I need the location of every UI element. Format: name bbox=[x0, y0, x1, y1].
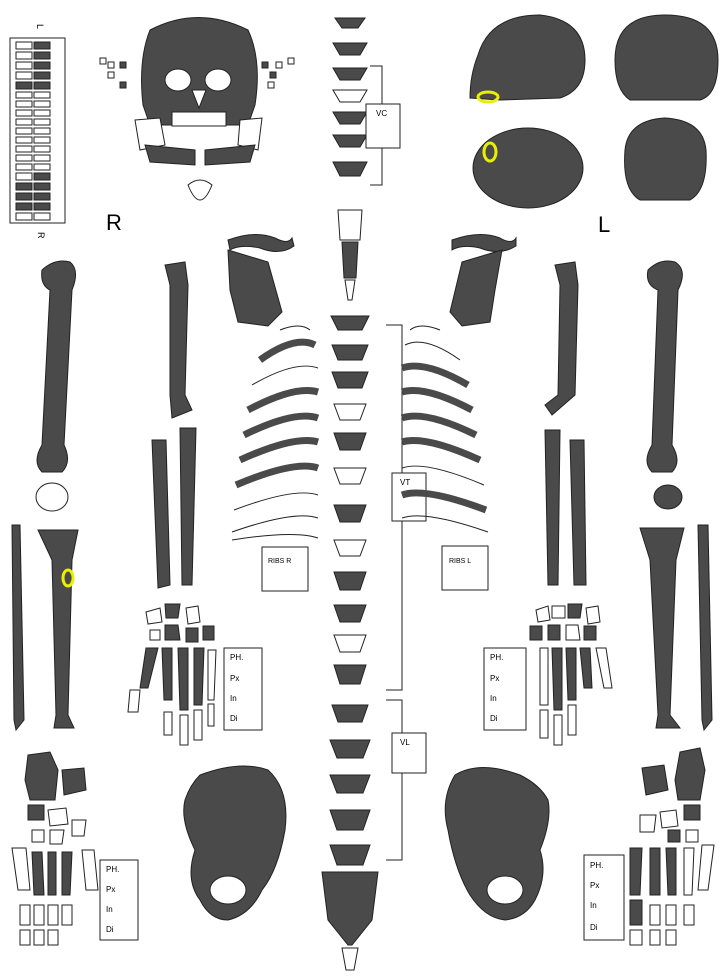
phalanges-title-foot-left: PH. bbox=[590, 861, 603, 870]
phalanges-px-hand-right: Px bbox=[230, 674, 239, 683]
patella-right bbox=[36, 483, 68, 511]
skull-frontal-view bbox=[100, 18, 294, 201]
teeth-chart bbox=[10, 38, 65, 223]
phalanges-di-foot-left: Di bbox=[590, 923, 598, 932]
sacrum bbox=[322, 872, 378, 945]
radius-right bbox=[152, 440, 170, 588]
side-label-right: R bbox=[106, 210, 122, 235]
cervical-label: VC bbox=[376, 109, 387, 118]
obturator-foramen-left bbox=[487, 876, 523, 904]
scapula-left bbox=[450, 250, 502, 326]
hand-right bbox=[128, 604, 216, 745]
phalanges-di-hand-right: Di bbox=[230, 714, 238, 723]
femur-right bbox=[37, 261, 76, 472]
phalanges-in-hand-right: In bbox=[230, 694, 237, 703]
thoracic-vertebrae bbox=[331, 316, 369, 684]
ribs-right-box bbox=[262, 547, 308, 591]
teeth-label-bottom: R bbox=[36, 232, 46, 239]
clavicle-right bbox=[228, 234, 294, 251]
ribs-right-label: RIBS R bbox=[268, 558, 291, 565]
tibia-right bbox=[38, 530, 78, 728]
phalanges-title-hand-right: PH. bbox=[230, 653, 243, 662]
humerus-left bbox=[545, 262, 578, 415]
skull-superior-view bbox=[473, 128, 583, 208]
phalanges-px-foot-right: Px bbox=[106, 885, 115, 894]
coccyx bbox=[342, 948, 358, 970]
obturator-foramen-right bbox=[210, 876, 246, 904]
humerus-right bbox=[165, 262, 192, 418]
sternum bbox=[338, 210, 362, 300]
phalanges-px-foot-left: Px bbox=[590, 881, 599, 890]
hand-left bbox=[530, 604, 612, 745]
thoracic-label: VT bbox=[400, 478, 410, 487]
skull-lateral-view bbox=[470, 15, 585, 102]
scapula-right bbox=[228, 250, 282, 326]
lumbar-label: VL bbox=[400, 738, 410, 747]
ribs-left-box bbox=[442, 546, 488, 590]
foot-right bbox=[12, 752, 98, 945]
ulna-right bbox=[180, 428, 196, 585]
skull-posterior-view bbox=[615, 15, 718, 100]
teeth-label-top: L bbox=[35, 24, 45, 29]
side-label-left: L bbox=[598, 212, 610, 237]
lumbar-bracket bbox=[386, 700, 402, 860]
fibula-right bbox=[12, 525, 24, 730]
patella-left bbox=[654, 485, 682, 509]
phalanges-di-hand-left: Di bbox=[490, 714, 498, 723]
clavicle-left bbox=[452, 234, 516, 251]
femur-left bbox=[647, 261, 682, 472]
phalanges-title-foot-right: PH. bbox=[106, 865, 119, 874]
lumbar-vertebrae bbox=[330, 705, 370, 865]
phalanges-in-foot-left: In bbox=[590, 901, 597, 910]
fibula-left bbox=[698, 525, 712, 730]
phalanges-in-foot-right: In bbox=[106, 905, 113, 914]
phalanges-in-hand-left: In bbox=[490, 694, 497, 703]
ulna-left bbox=[545, 430, 560, 585]
foot-left bbox=[630, 748, 714, 945]
phalanges-di-foot-right: Di bbox=[106, 925, 114, 934]
radius-left bbox=[570, 440, 586, 585]
phalanges-title-hand-left: PH. bbox=[490, 653, 503, 662]
cervical-vertebrae bbox=[333, 18, 367, 176]
ribs-left-label: RIBS L bbox=[449, 558, 471, 565]
ribs-right bbox=[232, 326, 318, 540]
tibia-left bbox=[640, 528, 684, 728]
skull-inferior-view bbox=[625, 118, 707, 200]
phalanges-px-hand-left: Px bbox=[490, 674, 499, 683]
